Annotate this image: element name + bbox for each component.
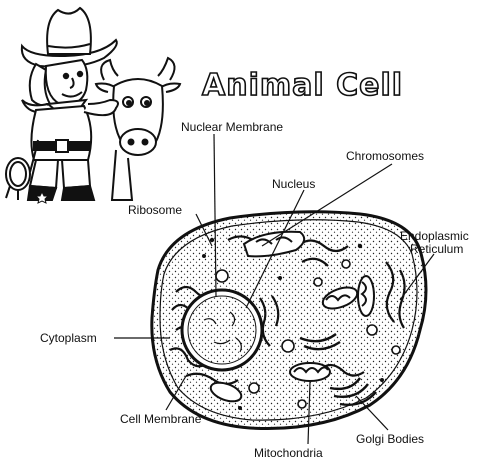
cowgirl-illustration <box>6 8 180 203</box>
label-mitochondria: Mitochondria <box>254 446 323 460</box>
label-reticulum: Reticulum <box>410 242 463 256</box>
label-chromosomes: Chromosomes <box>346 149 424 163</box>
animal-cell <box>152 212 426 429</box>
label-nucleus: Nucleus <box>272 177 315 191</box>
nucleus <box>182 290 262 370</box>
label-cytoplasm: Cytoplasm <box>40 331 97 345</box>
label-nuclear-membrane: Nuclear Membrane <box>181 120 283 134</box>
cow-illustration <box>96 58 180 200</box>
label-cell-membrane: Cell Membrane <box>120 412 202 426</box>
label-golgi-bodies: Golgi Bodies <box>356 432 424 446</box>
label-endoplasmic: Endoplasmic <box>400 229 469 243</box>
page-title: Animal Cell <box>202 68 403 103</box>
label-ribosome: Ribosome <box>128 203 182 217</box>
